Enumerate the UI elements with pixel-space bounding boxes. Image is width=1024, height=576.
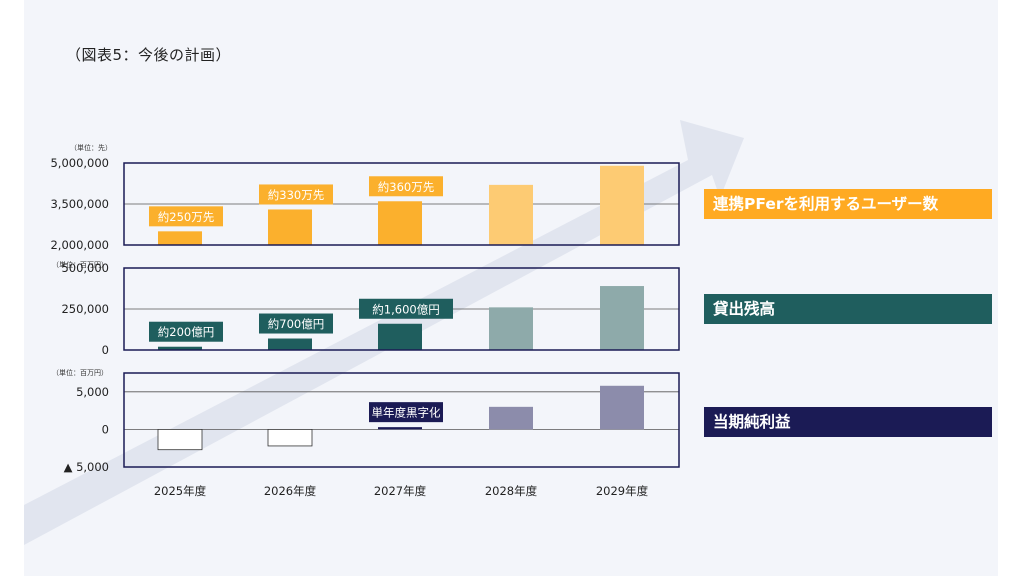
y-tick-label: 250,000 [61, 302, 109, 316]
bar [378, 201, 422, 245]
x-tick-label: 2025年度 [154, 484, 207, 498]
y-tick-label: 0 [102, 422, 109, 436]
x-tick-label: 2029年度 [596, 484, 649, 498]
annotation-label: 単年度黒字化 [372, 406, 441, 420]
page-title: （図表5：今後の計画） [66, 46, 232, 64]
bar [267, 428, 313, 447]
y-tick-label: 2,000,000 [50, 238, 109, 252]
legend-net-income: 当期純利益 [704, 407, 992, 437]
bar [378, 323, 422, 350]
bar [268, 209, 312, 245]
bar [600, 385, 644, 430]
y-tick-label: 0 [102, 343, 109, 357]
bar [157, 428, 203, 451]
bar [600, 286, 644, 350]
annotation-box [149, 321, 223, 342]
panel-frame [123, 162, 680, 246]
unit-label-0: （単位：先） [70, 143, 112, 152]
bar [378, 427, 422, 430]
annotation-box [259, 313, 333, 334]
annotation-box [369, 176, 443, 197]
y-tick-label: ▲ 5,000 [64, 460, 109, 474]
y-tick-label: 500,000 [61, 261, 109, 275]
annotation-label: 約360万先 [378, 180, 434, 194]
unit-label-2: （単位：百万円） [52, 368, 108, 377]
annotation-label: 約1,600億円 [372, 302, 439, 316]
unit-label-1: （単位：百万円） [52, 260, 108, 269]
legend-users: 連携PFerを利用するユーザー数 [704, 189, 992, 219]
y-tick-label: 5,000,000 [50, 156, 109, 170]
bar [268, 338, 312, 350]
x-tick-label: 2027年度 [374, 484, 427, 498]
bar [600, 165, 644, 245]
bar [158, 231, 202, 245]
x-tick-label: 2028年度 [485, 484, 538, 498]
annotation-box [369, 402, 443, 423]
annotation-label: 約330万先 [268, 188, 324, 202]
annotation-label: 約700億円 [268, 317, 324, 331]
annotation-label: 約250万先 [158, 210, 214, 224]
x-tick-label: 2026年度 [264, 484, 317, 498]
annotation-label: 約200億円 [158, 325, 214, 339]
panel-frame [123, 372, 680, 468]
slide-background [24, 0, 998, 576]
bar [489, 307, 533, 350]
annotation-box [259, 184, 333, 205]
annotation-box [359, 298, 453, 319]
legend-loan-balance: 貸出残高 [704, 294, 992, 324]
panel-frame [123, 267, 680, 351]
bar [489, 184, 533, 245]
y-tick-label: 3,500,000 [50, 197, 109, 211]
bar [489, 406, 533, 430]
bar [158, 346, 202, 350]
annotation-box [149, 206, 223, 227]
y-tick-label: 5,000 [76, 385, 109, 399]
